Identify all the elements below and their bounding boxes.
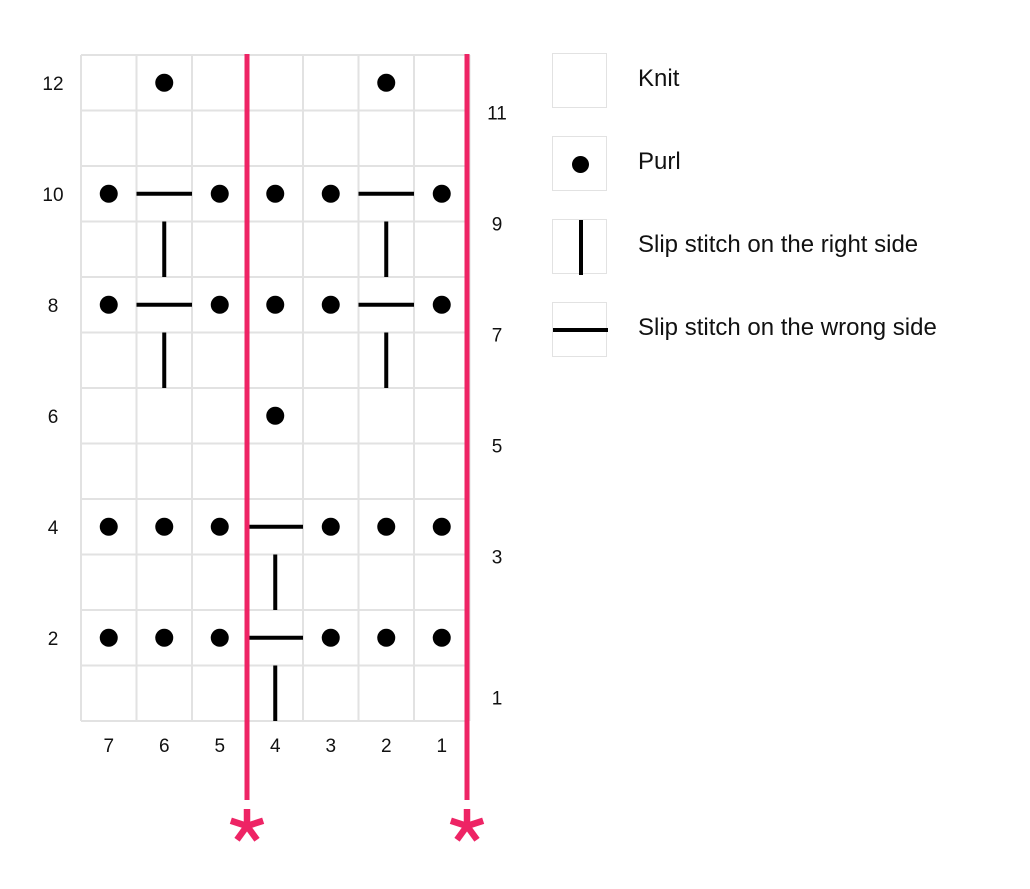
legend-label: Slip stitch on the right side xyxy=(638,231,919,258)
column-label: 6 xyxy=(159,736,170,757)
knitting-chart: 12 10 8 6 4 2 11 9 7 5 3 1 7 6 5 4 3 2 1 xyxy=(42,54,507,842)
row-label: 1 xyxy=(492,688,503,709)
legend-item-knit: Knit xyxy=(552,53,992,110)
purl-symbol-icon xyxy=(266,295,285,314)
row-label: 9 xyxy=(492,214,503,235)
purl-symbol-icon xyxy=(321,295,340,314)
row-label: 8 xyxy=(48,296,59,317)
purl-symbol-icon xyxy=(432,517,451,536)
column-label: 3 xyxy=(325,736,336,757)
purl-symbol-icon xyxy=(210,184,229,203)
purl-symbol-icon xyxy=(432,628,451,647)
row-label: 6 xyxy=(48,407,59,428)
column-label: 4 xyxy=(270,736,281,757)
column-label: 2 xyxy=(381,736,392,757)
asterisk-icon xyxy=(449,809,485,842)
purl-symbol-icon xyxy=(377,628,396,647)
purl-symbol-icon xyxy=(432,295,451,314)
row-label: 3 xyxy=(492,547,503,568)
purl-symbol-icon xyxy=(99,295,118,314)
purl-symbol-icon xyxy=(155,73,174,92)
slip-wrong-side-symbol-icon xyxy=(552,302,608,357)
legend-item-purl: Purl xyxy=(552,136,992,193)
purl-symbol-icon xyxy=(155,517,174,536)
purl-symbol-icon xyxy=(99,184,118,203)
purl-symbol-icon xyxy=(552,136,607,191)
purl-symbol-icon xyxy=(99,628,118,647)
purl-symbol-icon xyxy=(432,184,451,203)
column-label: 7 xyxy=(103,736,114,757)
slip-right-side-symbol-icon xyxy=(552,219,607,275)
legend-label: Slip stitch on the wrong side xyxy=(638,314,937,341)
purl-symbol-icon xyxy=(377,517,396,536)
purl-symbol-icon xyxy=(210,295,229,314)
chart-labels: 12 10 8 6 4 2 11 9 7 5 3 1 7 6 5 4 3 2 1 xyxy=(42,74,506,757)
asterisk-icon xyxy=(229,809,265,842)
purl-symbol-icon xyxy=(266,406,285,425)
row-label: 11 xyxy=(487,103,507,124)
row-label: 2 xyxy=(48,629,59,650)
column-label: 1 xyxy=(436,736,447,757)
row-label: 10 xyxy=(42,185,63,206)
chart-grid xyxy=(80,54,471,722)
purl-symbol-icon xyxy=(321,517,340,536)
column-label: 5 xyxy=(214,736,225,757)
legend-label: Purl xyxy=(638,148,681,175)
row-label: 12 xyxy=(42,74,63,95)
purl-symbol-icon xyxy=(321,628,340,647)
purl-symbol-icon xyxy=(210,628,229,647)
legend-item-slip-ws: Slip stitch on the wrong side xyxy=(552,302,992,359)
legend-item-slip-rs: Slip stitch on the right side xyxy=(552,219,992,276)
purl-symbol-icon xyxy=(155,628,174,647)
row-label: 5 xyxy=(492,436,503,457)
purl-symbol-icon xyxy=(377,73,396,92)
purl-symbol-icon xyxy=(99,517,118,536)
chart-symbols xyxy=(99,73,451,721)
purl-symbol-icon xyxy=(266,184,285,203)
row-label: 4 xyxy=(48,518,59,539)
legend-label: Knit xyxy=(638,65,680,92)
row-label: 7 xyxy=(492,325,503,346)
knit-symbol-icon xyxy=(552,53,607,108)
repeat-markers xyxy=(229,54,485,842)
purl-symbol-icon xyxy=(321,184,340,203)
purl-symbol-icon xyxy=(210,517,229,536)
